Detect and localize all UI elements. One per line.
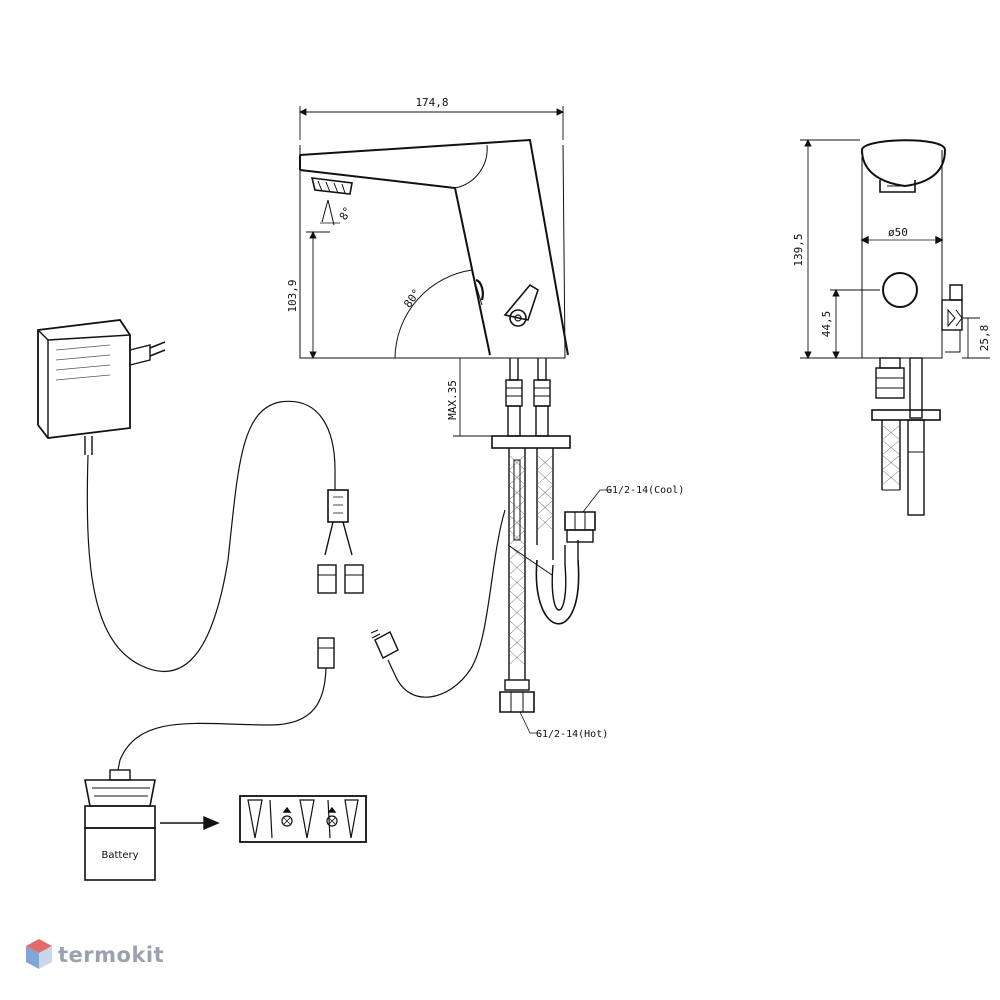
power-adapter xyxy=(37,319,336,672)
dim-total-height: 139,5 xyxy=(792,233,805,266)
termokit-logo-icon xyxy=(26,939,52,969)
dim-total-width: 174,8 xyxy=(415,96,448,109)
battery-label: Battery xyxy=(101,850,138,861)
dim-body-angle: 80° xyxy=(401,286,423,310)
label-cool-connection: G1/2-14(Cool) xyxy=(606,485,684,496)
battery-holder xyxy=(239,795,367,843)
dimension-lines-front xyxy=(298,106,565,437)
termokit-watermark: termokit xyxy=(58,943,165,967)
arrow-head xyxy=(203,815,220,831)
dim-max-deck: MAX.35 xyxy=(446,380,459,420)
battery-box xyxy=(84,769,156,881)
faucet-front-view xyxy=(299,138,569,359)
supply-hoses xyxy=(370,358,612,734)
dimension-lines-side xyxy=(800,138,990,360)
dim-diameter: ø50 xyxy=(888,226,908,239)
battery-cable xyxy=(117,637,335,771)
y-splitter-cable xyxy=(317,489,364,594)
faucet-side-view xyxy=(860,139,963,516)
dim-valve-height: 25,8 xyxy=(978,325,991,352)
dim-sensor-height: 44,5 xyxy=(820,311,833,338)
label-hot-connection: G1/2-14(Hot) xyxy=(536,729,608,740)
dim-spout-angle: 8° xyxy=(337,204,355,222)
dim-spout-height: 103,9 xyxy=(286,279,299,312)
